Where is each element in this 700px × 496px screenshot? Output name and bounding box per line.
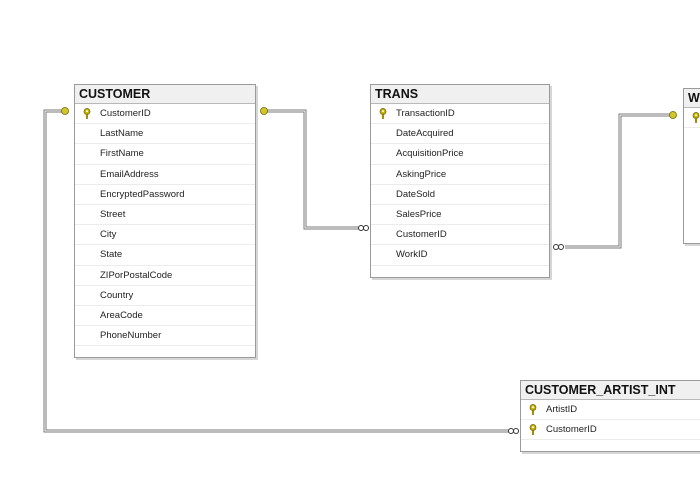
column-name: ZIPorPostalCode — [100, 269, 173, 281]
column-name: CustomerID — [396, 229, 447, 241]
table-title: W — [684, 89, 700, 108]
table-title: TRANS — [371, 85, 549, 104]
column-name: Country — [100, 289, 134, 301]
column-name: EmailAddress — [100, 168, 159, 180]
column-row[interactable]: PhoneNumber — [75, 326, 255, 347]
column-name: AcquisitionPrice — [396, 148, 464, 160]
column-row[interactable]: ArtistID — [521, 400, 700, 421]
column-name: SalesPrice — [396, 208, 442, 220]
column-name: CustomerID — [100, 108, 151, 119]
column-name: PhoneNumber — [100, 330, 162, 342]
many-end-marker — [358, 225, 564, 434]
column-row[interactable]: CustomerID — [371, 225, 549, 246]
column-name: FirstName — [100, 148, 144, 160]
primary-key-icon — [529, 424, 537, 435]
table-columns: ArtistID CustomerID — [521, 400, 700, 441]
column-row[interactable]: City — [75, 225, 255, 246]
one-end-marker — [61, 107, 677, 119]
column-row[interactable] — [684, 108, 700, 129]
column-row[interactable]: State — [75, 245, 255, 266]
column-row[interactable]: EncryptedPassword — [75, 185, 255, 205]
primary-key-icon — [529, 404, 537, 415]
column-name: City — [100, 229, 117, 241]
table-columns — [684, 108, 700, 129]
column-row[interactable]: TransactionID — [371, 104, 549, 125]
primary-key-icon — [379, 108, 387, 119]
primary-key-icon — [692, 112, 700, 123]
column-name: LastName — [100, 128, 144, 140]
relationship-line-customer-trans[interactable] — [262, 109, 360, 230]
column-row[interactable]: LastName — [75, 124, 255, 145]
column-row[interactable]: CustomerID — [521, 420, 700, 441]
column-row[interactable]: ZIPorPostalCode — [75, 266, 255, 286]
table-work[interactable]: W — [683, 88, 700, 244]
column-row[interactable]: DateAcquired — [371, 124, 549, 145]
primary-key-icon — [83, 108, 91, 119]
column-name: DateAcquired — [396, 128, 454, 140]
column-name: WorkID — [396, 249, 428, 261]
column-row[interactable]: Country — [75, 286, 255, 306]
column-name: AreaCode — [100, 309, 143, 321]
column-row[interactable]: DateSold — [371, 185, 549, 205]
column-name: DateSold — [396, 188, 436, 200]
column-name: Street — [100, 208, 126, 220]
column-name: EncryptedPassword — [100, 188, 185, 200]
column-name: TransactionID — [396, 108, 455, 119]
table-title: CUSTOMER — [75, 85, 255, 104]
column-row[interactable]: Street — [75, 205, 255, 226]
column-row[interactable]: SalesPrice — [371, 205, 549, 226]
column-row[interactable]: AcquisitionPrice — [371, 144, 549, 165]
column-row[interactable]: AreaCode — [75, 306, 255, 327]
table-customer-artist-int[interactable]: CUSTOMER_ARTIST_INT ArtistID CustomerID — [520, 380, 700, 452]
column-name: AskingPrice — [396, 168, 447, 180]
table-title: CUSTOMER_ARTIST_INT — [521, 381, 700, 400]
column-row[interactable]: FirstName — [75, 144, 255, 165]
column-row[interactable]: CustomerID — [75, 104, 255, 125]
column-row[interactable]: AskingPrice — [371, 165, 549, 185]
column-row[interactable]: EmailAddress — [75, 165, 255, 185]
column-name: State — [100, 249, 123, 261]
column-name: CustomerID — [546, 424, 597, 436]
column-row[interactable]: WorkID — [371, 245, 549, 266]
column-name: ArtistID — [546, 404, 578, 415]
